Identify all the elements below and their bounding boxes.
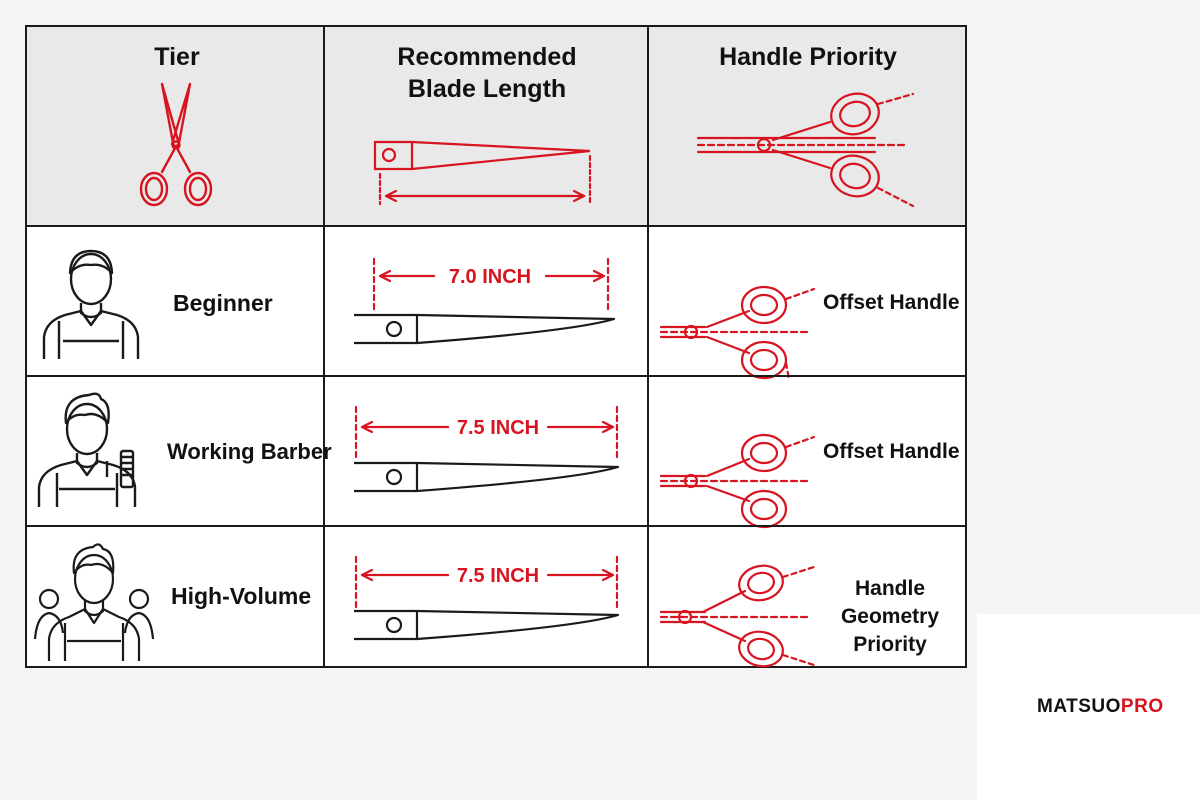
tier-label: High-Volume — [171, 583, 312, 609]
tier-label: Working Barber — [167, 439, 332, 464]
barber-icon — [42, 249, 140, 359]
table-row-beginner: Beginner 7.0 INCH — [27, 225, 965, 381]
table-header-row: Tier Recommended Blade Length Handle Pri… — [27, 27, 965, 225]
blade-7-5-inch-diagram: 7.5 INCH — [354, 405, 620, 493]
barber-with-comb-icon — [37, 392, 137, 507]
offset-handle-icon — [659, 433, 816, 529]
table-row-high-volume: High-Volume 7.5 INCH — [27, 525, 965, 668]
handle-priority-diagram — [696, 92, 915, 208]
brand-logo: MATSUOPRO — [977, 614, 1200, 800]
blade-7-0-inch-diagram: 7.0 INCH — [354, 257, 616, 345]
barber-team-icon — [33, 543, 155, 661]
header-tier: Tier — [154, 43, 200, 71]
header-blade-length-line2: Blade Length — [407, 75, 567, 103]
header-blade-length: Recommended Blade Length — [327, 41, 647, 105]
handle-label: Handle Geometry Priority — [815, 575, 965, 659]
column-divider — [647, 377, 649, 525]
blade-length-label: 7.0 INCH — [449, 266, 531, 288]
header-handle-priority: Handle Priority — [719, 43, 897, 71]
blade-length-label: 7.5 INCH — [457, 417, 539, 439]
column-divider — [647, 227, 649, 375]
handle-label: Offset Handle — [823, 291, 960, 314]
blade-7-5-inch-diagram: 7.5 INCH — [354, 555, 620, 641]
column-divider — [323, 377, 325, 525]
blade-length-diagram — [373, 140, 592, 206]
column-divider — [323, 27, 325, 225]
table-row-working-barber: Working Barber 7.5 INCH — [27, 375, 965, 529]
column-divider — [647, 527, 649, 666]
offset-handle-icon — [659, 285, 816, 381]
tier-comparison-table: Tier Recommended Blade Length Handle Pri… — [25, 25, 967, 668]
header-blade-length-line1: Recommended — [397, 43, 577, 71]
handle-geometry-icon — [659, 564, 816, 668]
blade-length-label: 7.5 INCH — [457, 565, 539, 587]
column-divider — [323, 227, 325, 375]
handle-label-line1: Handle Geometry — [840, 577, 940, 628]
column-divider — [647, 27, 649, 225]
handle-label-line2: Priority — [853, 633, 927, 656]
scissors-icon — [139, 82, 213, 207]
handle-label: Offset Handle — [823, 440, 960, 463]
brand-wordmark: MATSUOPRO — [1037, 696, 1164, 717]
tier-label: Beginner — [173, 290, 273, 316]
column-divider — [323, 527, 325, 666]
